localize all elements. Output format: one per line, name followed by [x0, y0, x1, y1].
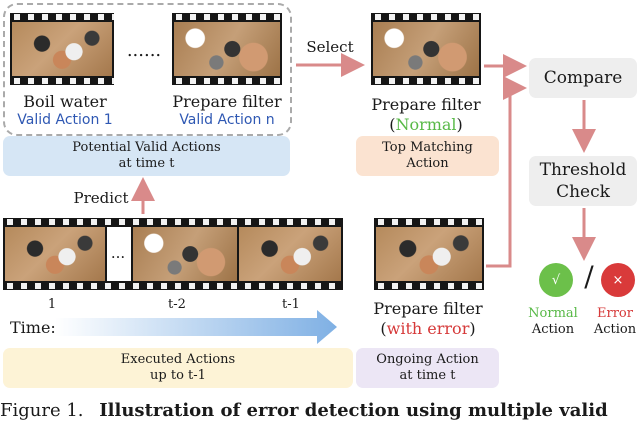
ongoing-status: (with error)	[362, 319, 494, 338]
executed-film-strip	[3, 218, 343, 290]
time-arrow	[55, 310, 337, 344]
ongoing-to-compare-arrow	[486, 76, 527, 268]
error-status-text: with error	[386, 319, 470, 338]
threshold-text: Threshold Check	[539, 160, 627, 202]
potential-box-text: Potential Valid Actions at time t	[72, 140, 221, 171]
predict-label: Predict	[73, 189, 129, 207]
compare-box: Compare	[529, 58, 637, 98]
normal-status-text: Normal	[395, 115, 457, 134]
clip-prepare-filter-valid	[172, 13, 282, 85]
match-caption: Prepare filter	[371, 95, 481, 114]
ongoing-status-open: (	[380, 319, 387, 338]
dots: ......	[126, 40, 162, 61]
clip-top-match	[371, 13, 481, 85]
compare-text: Compare	[543, 68, 623, 88]
error-icon-glyph: ×	[612, 272, 624, 288]
clip-ongoing	[374, 218, 484, 290]
time-label: Time:	[10, 318, 56, 337]
ongoing-box-text: Ongoing Action at time t	[376, 352, 479, 383]
tick-1: 1	[47, 297, 57, 312]
film-dots: ...	[110, 244, 126, 262]
figure-caption: Figure 1. Illustration of error detectio…	[0, 400, 640, 421]
top-matching-box: Top Matching Action	[356, 136, 499, 176]
normal-icon-glyph: √	[551, 272, 561, 288]
ongoing-caption: Prepare filter	[373, 299, 483, 318]
clip1-tag: Valid Action 1	[17, 112, 113, 128]
tick-t-2: t-2	[168, 297, 186, 312]
normal-check-icon: √	[539, 263, 573, 297]
ongoing-status-close: )	[469, 319, 476, 338]
match-status: (Normal)	[362, 115, 490, 134]
top-matching-text: Top Matching Action	[382, 140, 473, 171]
error-cross-icon: ×	[601, 263, 635, 297]
outcome-slash: /	[584, 260, 594, 293]
executed-actions-box: Executed Actions up to t-1	[3, 348, 353, 388]
executed-box-text: Executed Actions up to t-1	[120, 352, 236, 383]
potential-valid-actions-box: Potential Valid Actions at time t	[3, 136, 290, 176]
error-label-2: Action	[593, 322, 637, 337]
error-label-1: Error	[597, 306, 633, 321]
match-status-close: )	[456, 115, 463, 134]
select-label: Select	[306, 38, 354, 56]
tick-t-1: t-1	[282, 297, 300, 312]
ongoing-action-box: Ongoing Action at time t	[356, 348, 499, 388]
clip-boil-water	[10, 13, 114, 85]
valid-actions-group	[3, 3, 292, 136]
normal-label-2: Action	[531, 322, 575, 337]
caption-prefix: Figure 1.	[0, 400, 84, 421]
clip2-tag: Valid Action n	[179, 112, 275, 128]
caption-bold: Illustration of error detection using mu…	[99, 400, 608, 421]
clip2-caption: Prepare filter	[172, 92, 282, 111]
normal-label-1: Normal	[528, 306, 578, 321]
clip1-caption: Boil water	[23, 92, 107, 111]
match-status-open: (	[389, 115, 396, 134]
threshold-check-box: Threshold Check	[529, 156, 637, 206]
